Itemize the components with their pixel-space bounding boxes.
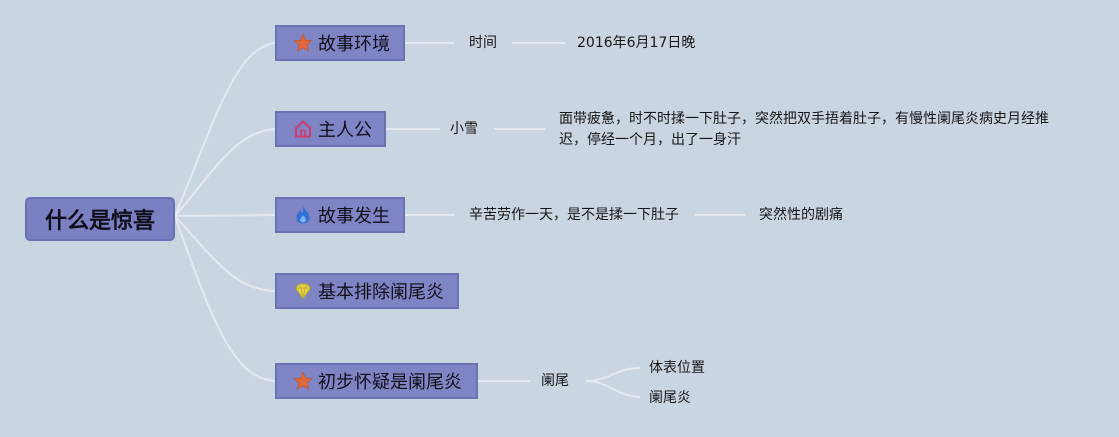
- node-symptoms[interactable]: 面带疲惫，时不时揉一下肚子，突然把双手捂着肚子，有慢性阑尾炎病史月经推迟，停经一…: [559, 111, 1049, 148]
- branch-protagonist[interactable]: 主人公: [275, 111, 386, 147]
- node-time[interactable]: 时间: [469, 35, 497, 51]
- branch-exclude-appendicitis[interactable]: 基本排除阑尾炎: [275, 273, 459, 309]
- diamond-icon: [293, 281, 313, 301]
- node-xiaoxue[interactable]: 小雪: [450, 121, 478, 137]
- node-appendix[interactable]: 阑尾: [541, 373, 569, 389]
- node-hard-work[interactable]: 辛苦劳作一天，是不是揉一下肚子: [469, 207, 679, 223]
- root-label: 什么是惊喜: [44, 209, 155, 234]
- branch-label: 故事环境: [318, 34, 390, 55]
- node-date[interactable]: 2016年6月17日晚: [577, 35, 696, 51]
- home-icon: [293, 119, 313, 139]
- branch-label: 主人公: [318, 120, 372, 141]
- branch-label: 初步怀疑是阑尾炎: [318, 372, 462, 393]
- node-surface-position[interactable]: 体表位置: [649, 360, 705, 376]
- node-appendicitis[interactable]: 阑尾炎: [649, 390, 691, 406]
- branch-suspect-appendicitis[interactable]: 初步怀疑是阑尾炎: [275, 363, 478, 399]
- star-icon: [293, 33, 313, 53]
- branch-label: 基本排除阑尾炎: [318, 282, 444, 303]
- root-node[interactable]: 什么是惊喜: [25, 197, 175, 241]
- flame-icon: [293, 205, 313, 225]
- node-sudden-pain[interactable]: 突然性的剧痛: [759, 207, 843, 223]
- branch-label: 故事发生: [318, 206, 390, 227]
- branch-story-setting[interactable]: 故事环境: [275, 25, 405, 61]
- branch-story-happens[interactable]: 故事发生: [275, 197, 405, 233]
- star-icon: [293, 371, 313, 391]
